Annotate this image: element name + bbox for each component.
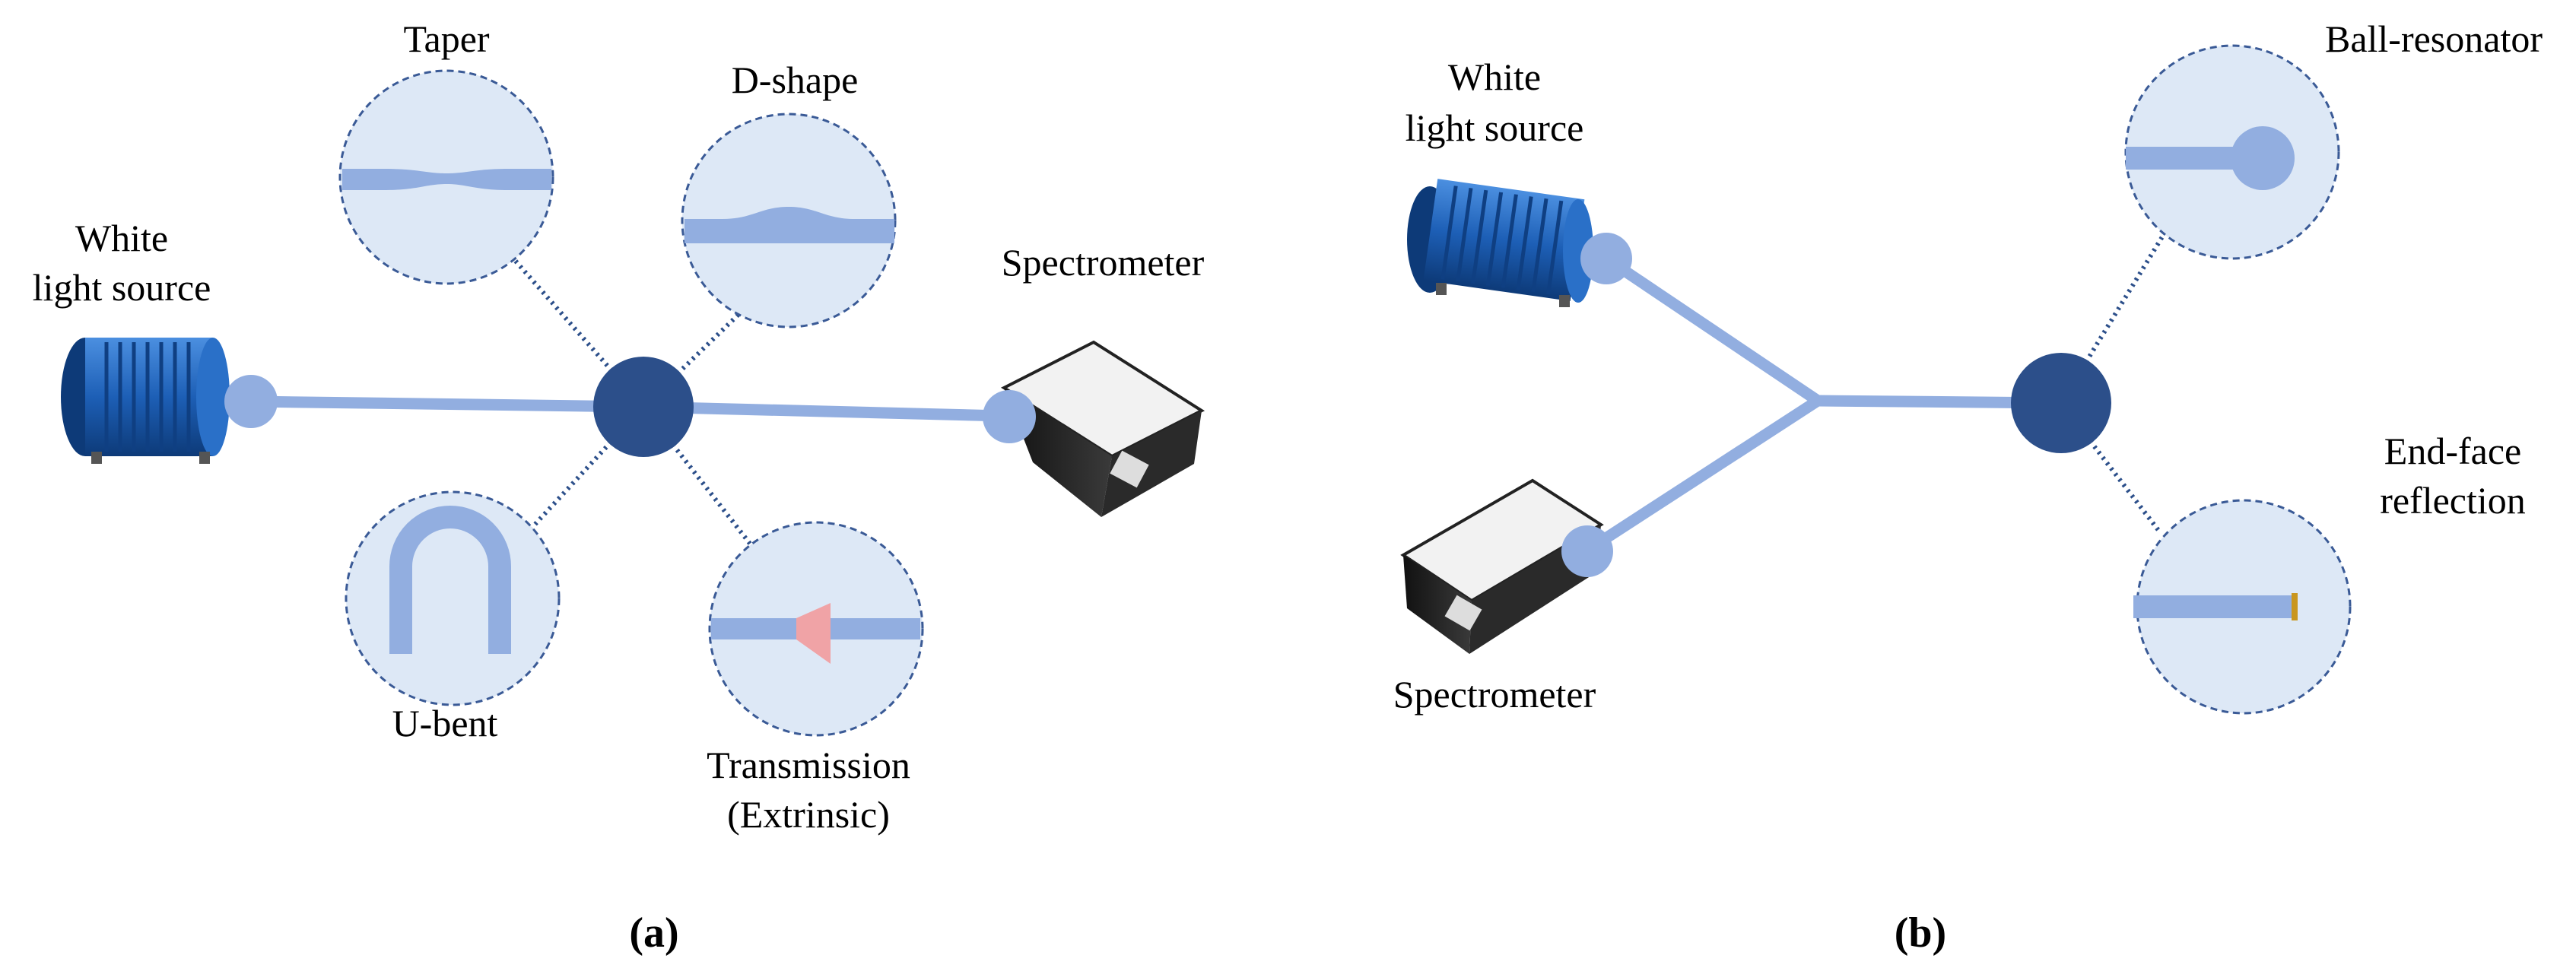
endface-bubble: [2133, 499, 2352, 715]
source-label-b-line1: White: [1448, 56, 1541, 98]
spectrometer-label-b: Spectrometer: [1393, 673, 1596, 716]
caption-b: (b): [1895, 909, 1946, 957]
spectrometer-connector-b: [1561, 525, 1613, 577]
spectrometer-connector-a: [983, 390, 1036, 443]
spectrometer-label-a: Spectrometer: [1002, 241, 1205, 284]
dotted-links-a: [511, 257, 755, 549]
ball-resonator-label: Ball-resonator: [2325, 17, 2543, 60]
transmission-bubble: [708, 521, 924, 737]
fiber-spectrometer-to-coupler-b: [1582, 395, 1822, 557]
transmission-label-line1: Transmission: [707, 744, 910, 786]
panel-a: White light source Taper D-shape Spectro…: [33, 17, 1205, 957]
ball-fiber-stem: [2126, 147, 2240, 170]
panel-b: White light source Ball-resonator End-fa…: [1393, 17, 2543, 957]
ball-resonator-icon: [2231, 126, 2295, 190]
dshape-bubble: [681, 113, 897, 328]
spectrometer-a: [1000, 340, 1205, 517]
caption-a: (a): [629, 909, 678, 957]
dshape-label: D-shape: [732, 59, 859, 101]
ball-resonator-bubble: [2124, 44, 2340, 260]
taper-fiber-icon: [342, 169, 551, 190]
fiber-source-to-hub-a: [250, 395, 644, 413]
endface-fiber: [2133, 595, 2293, 618]
source-connector-b: [1580, 233, 1632, 284]
endface-label-line1: End-face: [2384, 430, 2521, 472]
transmission-label-line2: (Extrinsic): [727, 793, 890, 836]
endface-label-line2: reflection: [2380, 479, 2526, 522]
source-label-a-line2: light source: [33, 266, 211, 309]
ubent-label: U-bent: [392, 702, 498, 744]
taper-label: Taper: [403, 17, 489, 60]
source-connector-a: [224, 375, 278, 428]
endface-mirror-icon: [2292, 593, 2298, 620]
ubent-fiber-icon: [389, 506, 511, 654]
source-label-a-line1: White: [75, 217, 168, 259]
taper-bubble: [338, 69, 554, 285]
white-light-source-b: [1407, 179, 1593, 307]
source-label-b-line2: light source: [1406, 106, 1584, 149]
transmission-fiber-left: [711, 618, 796, 639]
fiber-hub-to-spectrometer-a: [643, 401, 1005, 422]
transmission-fiber-right: [831, 618, 920, 639]
sensor-hub-a: [593, 357, 694, 457]
extrinsic-cavity-icon: [796, 603, 831, 664]
ubent-bubble: [345, 490, 561, 706]
sensor-hub-b: [2011, 353, 2111, 453]
dshape-fiber-icon: [684, 207, 894, 243]
white-light-source-a: [61, 338, 230, 464]
fiber-source-to-coupler-b: [1605, 255, 1822, 406]
